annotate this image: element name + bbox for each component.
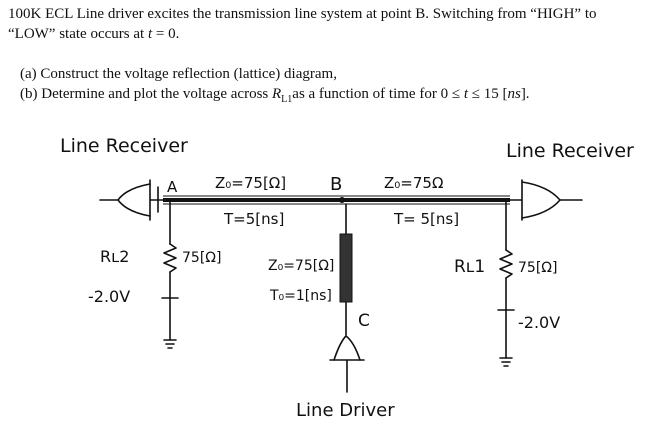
line-driver-gate (329, 335, 365, 393)
part-b-suffix: as a function of time for 0 ≤ (292, 86, 464, 102)
part-b-t: t (463, 86, 468, 102)
part-b-close: ]. (520, 86, 530, 102)
right-line-impedance: Z₀=75Ω (384, 174, 443, 192)
part-b-prefix: (b) Determine and plot the voltage acros… (20, 86, 272, 102)
statement-line-1: 100K ECL Line driver excites the transmi… (8, 6, 597, 22)
node-c-label: C (358, 311, 370, 331)
main-transmission-line (163, 195, 510, 205)
right-receiver-label: Line Receiver (506, 140, 634, 162)
rl1-label: Rʟ1 (454, 257, 485, 277)
part-b: (b) Determine and plot the voltage acros… (20, 84, 658, 110)
node-b-dot (339, 197, 345, 203)
part-b-r: R (272, 86, 282, 102)
rl1-value: 75[Ω] (518, 260, 557, 276)
statement-line-2: “LOW” state occurs at (8, 26, 148, 42)
problem-statement: 100K ECL Line driver excites the transmi… (8, 4, 658, 110)
left-ground (163, 339, 177, 349)
statement-t: t (147, 26, 153, 42)
stub-line (339, 203, 353, 336)
rl2-resistor (161, 199, 179, 341)
left-line-impedance: Z₀=75[Ω] (215, 174, 286, 192)
rl1-resistor (497, 199, 515, 359)
problem-intro: 100K ECL Line driver excites the transmi… (8, 4, 658, 44)
part-b-ns: ns (507, 86, 521, 102)
left-line-delay: T=5[ns] (223, 210, 284, 228)
part-b-end: ≤ 15 [ (467, 86, 508, 102)
stub-impedance: Z₀=75[Ω] (268, 258, 334, 274)
left-supply: -2.0V (88, 287, 130, 306)
problem-parts: (a) Construct the voltage reflection (la… (20, 64, 658, 110)
right-supply: -2.0V (518, 313, 560, 332)
right-line-delay: T= 5[ns] (393, 210, 459, 228)
rl2-label: Rʟ2 (100, 247, 129, 266)
left-receiver-gate (99, 179, 164, 221)
stub-delay: T₀=1[ns] (269, 288, 332, 304)
part-a: (a) Construct the voltage reflection (la… (20, 66, 337, 82)
node-a-label: A (167, 178, 178, 196)
right-receiver-gate (509, 179, 583, 221)
left-receiver-label: Line Receiver (60, 135, 188, 157)
part-b-sub: L1 (281, 94, 293, 105)
node-b-label: B (330, 174, 342, 195)
right-ground (499, 357, 513, 367)
driver-label: Line Driver (296, 400, 395, 421)
statement-end: = 0. (152, 26, 180, 42)
rl2-value: 75[Ω] (182, 250, 221, 266)
